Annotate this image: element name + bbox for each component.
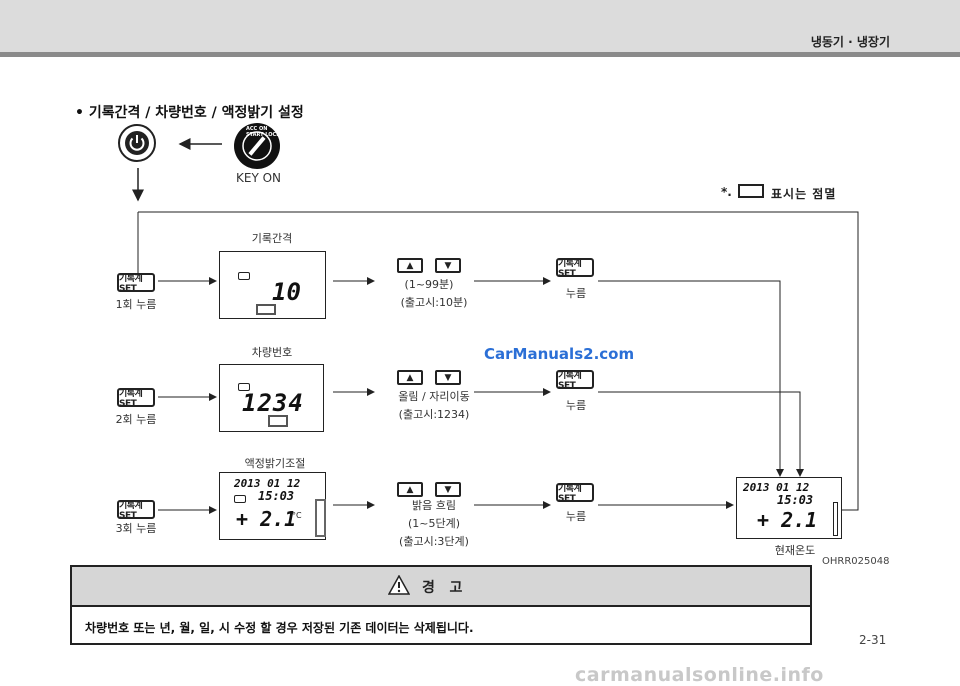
confirm-label-row2: 누름 — [565, 399, 587, 412]
warning-header: 경 고 — [72, 567, 810, 607]
power-button-icon — [118, 124, 156, 162]
header-divider — [0, 52, 960, 57]
lcd-screen-row3: 2013 01 12 15:03 + 2.1 °C — [219, 472, 326, 540]
warning-title: 경 고 — [422, 580, 463, 596]
confirm-label-row3: 누름 — [565, 510, 587, 523]
lcd-date-row3: 2013 01 12 — [234, 477, 301, 490]
default-text-row3: (출고시:3단계) — [399, 535, 469, 548]
blink-note-prefix: *. — [721, 185, 732, 199]
lcd-time-row3: 15:03 — [258, 489, 295, 503]
final-brightness-bar-icon — [833, 502, 838, 536]
lcd-screen-row1: 10 — [219, 251, 326, 319]
lcd-temp-row3: + 2.1 — [236, 507, 297, 531]
screen-title-row2: 차량번호 — [251, 346, 293, 359]
header-band — [0, 0, 960, 52]
up-button-row3[interactable]: ▲ — [397, 482, 423, 497]
warning-box: 경 고 차량번호 또는 년, 월, 일, 시 수정 할 경우 저장된 기존 데이… — [70, 565, 812, 645]
set-button-row3[interactable]: 기록계SET — [117, 500, 155, 521]
final-lcd-temp: + 2.1 — [757, 508, 818, 532]
set-button-row1[interactable]: 기록계SET — [117, 273, 155, 294]
ignition-ring-text: ACC ON START LOCK — [246, 126, 281, 138]
down-arrow-icon: ▼ — [444, 372, 452, 383]
set-button-confirm-row3[interactable]: 기록계SET — [556, 483, 594, 504]
interval-indicator-icon — [256, 304, 276, 315]
up-button-row2[interactable]: ▲ — [397, 370, 423, 385]
up-arrow-icon: ▲ — [406, 372, 414, 383]
lcd-mode-icon — [234, 495, 246, 503]
loop-frame-line — [138, 211, 859, 511]
lcd-mode-icon — [238, 272, 250, 280]
ignition-key-icon: ACC ON START LOCK — [233, 122, 281, 170]
lcd-value-row1: 10 — [272, 278, 301, 306]
blink-note-text: 표시는 점멸 — [771, 187, 837, 201]
set-button-confirm-row2[interactable]: 기록계SET — [556, 370, 594, 391]
confirm-label-row1: 누름 — [565, 287, 587, 300]
lcd-screen-row2: 1234 — [219, 364, 324, 432]
final-lcd-time: 15:03 — [777, 493, 814, 507]
brightness-text-row3: 밝음 흐림 — [412, 499, 456, 512]
range-text-row2: 올림 / 자리이동 — [398, 390, 470, 403]
key-on-label: KEY ON — [236, 171, 282, 185]
page-number: 2-31 — [859, 633, 887, 647]
warning-body: 차량번호 또는 년, 월, 일, 시 수정 할 경우 저장된 기존 데이터는 삭… — [85, 621, 474, 635]
down-arrow-icon: ▼ — [444, 484, 452, 495]
press-label-row1: 1회 누름 — [115, 298, 157, 311]
final-caption: 현재온도 — [774, 544, 816, 557]
set-button-row2[interactable]: 기록계SET — [117, 388, 155, 409]
header-title: 냉동기 · 냉장기 — [810, 35, 890, 49]
footer-watermark: carmanualsonline.info — [575, 664, 824, 686]
section-title: • 기록간격 / 차량번호 / 액정밝기 설정 — [75, 105, 304, 121]
set-button-confirm-row1[interactable]: 기록계SET — [556, 258, 594, 279]
press-label-row2: 2회 누름 — [115, 413, 157, 426]
lcd-value-row2: 1234 — [242, 389, 304, 417]
press-label-row3: 3회 누름 — [115, 522, 157, 535]
down-button-row1[interactable]: ▼ — [435, 258, 461, 273]
vehicle-indicator-icon — [268, 415, 288, 427]
range-text-row3: (1~5단계) — [407, 517, 461, 530]
up-arrow-icon: ▲ — [406, 260, 414, 271]
final-lcd-screen: 2013 01 12 15:03 + 2.1 — [736, 477, 842, 539]
screen-title-row1: 기록간격 — [251, 232, 293, 245]
down-button-row2[interactable]: ▼ — [435, 370, 461, 385]
screen-title-row3: 액정밝기조절 — [244, 457, 306, 470]
up-button-row1[interactable]: ▲ — [397, 258, 423, 273]
up-arrow-icon: ▲ — [406, 484, 414, 495]
lcd-mode-icon — [238, 383, 250, 391]
default-text-row1: (출고시:10분) — [400, 296, 468, 309]
site-watermark: CarManuals2.com — [484, 345, 635, 363]
final-lcd-date: 2013 01 12 — [743, 481, 810, 494]
default-text-row2: (출고시:1234) — [398, 408, 470, 421]
brightness-bar-icon — [315, 499, 326, 537]
blink-box-icon — [738, 184, 764, 198]
down-arrow-icon: ▼ — [444, 260, 452, 271]
range-text-row1: (1~99분) — [404, 278, 454, 291]
lcd-unit-row3: °C — [292, 511, 302, 520]
figure-code: OHRR025048 — [822, 556, 890, 567]
warning-triangle-icon — [388, 575, 410, 595]
down-button-row3[interactable]: ▼ — [435, 482, 461, 497]
